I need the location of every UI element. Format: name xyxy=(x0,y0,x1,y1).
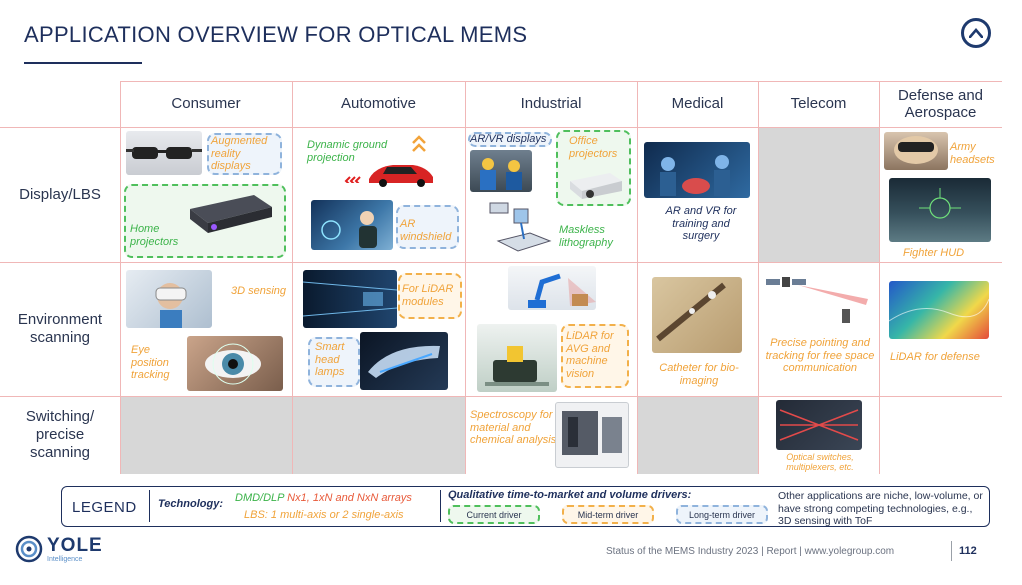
cell-label: Dynamic ground projection xyxy=(307,139,388,164)
legend-qualitative-label: Qualitative time-to-market and volume dr… xyxy=(448,489,692,501)
chevrons-icon xyxy=(411,133,427,155)
cell-label: Precise pointing and tracking for free s… xyxy=(765,337,875,375)
column-header-consumer: Consumer xyxy=(171,95,241,113)
office-projector-image xyxy=(566,167,624,201)
logo-subtitle: Intelligence xyxy=(47,555,83,563)
space-communication-image xyxy=(762,269,874,331)
optical-switch-image xyxy=(776,400,862,450)
legend-divider xyxy=(149,490,150,522)
cell-label: Office projectors xyxy=(569,135,618,160)
eye-tracking-image xyxy=(187,336,283,391)
cell-label: Army headsets xyxy=(950,141,995,166)
grid-line xyxy=(465,81,466,474)
arrows-left-icon xyxy=(344,173,362,183)
long-term-driver-box xyxy=(468,132,552,147)
lidar-module-image xyxy=(303,270,397,328)
grid-line xyxy=(292,81,293,474)
legend-technology-label: Technology: xyxy=(158,498,223,510)
empty-cell-consumer-switch xyxy=(120,396,292,474)
cell-label: AR and VR for training and surgery xyxy=(665,205,737,243)
column-header-telecom: Telecom xyxy=(790,95,847,113)
cell-label: Augmented reality displays xyxy=(211,135,268,173)
mid-term-driver-box xyxy=(561,324,629,388)
fighter-hud-image xyxy=(889,178,991,242)
grid-line xyxy=(758,81,759,474)
cell-label: Maskless lithography xyxy=(559,224,613,249)
ar-glasses-image xyxy=(126,131,202,175)
grid-line xyxy=(637,81,638,474)
cell-label: Catheter for bio-imaging xyxy=(659,362,739,387)
cell-label: Home projectors xyxy=(130,223,179,248)
footer-divider xyxy=(951,541,952,561)
empty-cell-automotive-switch xyxy=(293,396,465,474)
page-number: 112 xyxy=(959,545,977,557)
yole-logo: YOLE Intelligence xyxy=(15,535,103,563)
army-headset-image xyxy=(884,132,948,170)
grid-line xyxy=(0,127,1002,128)
grid-line xyxy=(0,396,1002,397)
grid-line xyxy=(879,81,880,474)
column-header-automotive: Automotive xyxy=(340,95,417,113)
legend: LEGEND Technology: DMD/DLP Nx1, 1xN and … xyxy=(61,486,990,527)
title-underline xyxy=(24,62,142,64)
car-image xyxy=(365,157,437,187)
page-title: APPLICATION OVERVIEW FOR OPTICAL MEMS xyxy=(24,22,528,47)
projector-image xyxy=(184,189,276,241)
legend-title: LEGEND xyxy=(72,499,137,516)
legend-current-driver: Current driver xyxy=(448,505,540,524)
cell-label: AR windshield xyxy=(400,218,452,243)
vr-user-image xyxy=(126,270,212,328)
cell-label: Fighter HUD xyxy=(903,247,965,259)
row-header-display: Display/LBS xyxy=(19,185,101,203)
mid-term-driver-box xyxy=(398,273,462,319)
cell-label: LiDAR for defense xyxy=(890,351,980,363)
cell-label: LiDAR for AVG and machine vision xyxy=(566,330,614,380)
row-header-environment: Environment scanning xyxy=(17,311,103,346)
legend-lbs: LBS: 1 multi-axis or 2 single-axis xyxy=(244,509,404,521)
grid-line xyxy=(120,81,1002,82)
legend-technology-dmd: DMD/DLP Nx1, 1xN and NxN arrays xyxy=(235,492,412,504)
grid-line xyxy=(120,81,121,474)
legend-long-term-driver: Long-term driver xyxy=(676,505,768,524)
long-term-driver-box xyxy=(308,337,360,387)
cell-label: Eye position tracking xyxy=(131,344,170,382)
legend-dmd: DMD/DLP xyxy=(235,492,285,504)
cell-label: Optical switches, multiplexers, etc. xyxy=(786,452,854,473)
legend-arrays: Nx1, 1xN and NxN arrays xyxy=(287,492,412,504)
cell-label: AR/VR displays xyxy=(470,133,547,145)
grid-line xyxy=(0,262,1002,263)
long-term-driver-box xyxy=(207,133,282,175)
legend-mid-term-driver: Mid-term driver xyxy=(562,505,654,524)
legend-divider xyxy=(440,490,441,522)
cell-label: Spectroscopy for material and chemical a… xyxy=(470,409,557,447)
robot-arm-image xyxy=(508,266,596,310)
application-grid: Consumer Automotive Industrial Medical T… xyxy=(0,81,1002,474)
legend-other-note: Other applications are niche, low-volume… xyxy=(778,490,983,528)
chevron-up-icon xyxy=(969,28,983,38)
scroll-up-button[interactable] xyxy=(961,18,991,48)
column-header-defense: Defense and Aerospace xyxy=(897,86,984,121)
catheter-image xyxy=(652,277,742,353)
empty-cell-telecom-display xyxy=(759,127,879,262)
column-header-industrial: Industrial xyxy=(520,95,582,113)
yole-logo-icon xyxy=(15,535,43,563)
surgery-vr-image xyxy=(644,142,750,198)
spectroscopy-image xyxy=(555,402,629,468)
ar-windshield-image xyxy=(311,200,393,250)
cell-label: Smart head lamps xyxy=(315,341,345,379)
lidar-defense-image xyxy=(889,281,989,339)
agv-robot-image xyxy=(477,324,557,392)
row-header-switching: Switching/ precise scanning xyxy=(25,408,95,461)
lithography-diagram-image xyxy=(484,197,556,257)
footer-source: Status of the MEMS Industry 2023 | Repor… xyxy=(606,546,895,557)
cell-label: 3D sensing xyxy=(231,285,287,297)
smart-headlamp-image xyxy=(360,332,448,390)
ar-vr-workers-image xyxy=(470,150,532,192)
empty-cell-medical-switch xyxy=(638,396,758,474)
logo-wordmark: YOLE xyxy=(47,534,103,556)
cell-label: For LiDAR modules xyxy=(402,283,454,308)
column-header-medical: Medical xyxy=(671,95,724,113)
long-term-driver-box xyxy=(396,205,459,249)
